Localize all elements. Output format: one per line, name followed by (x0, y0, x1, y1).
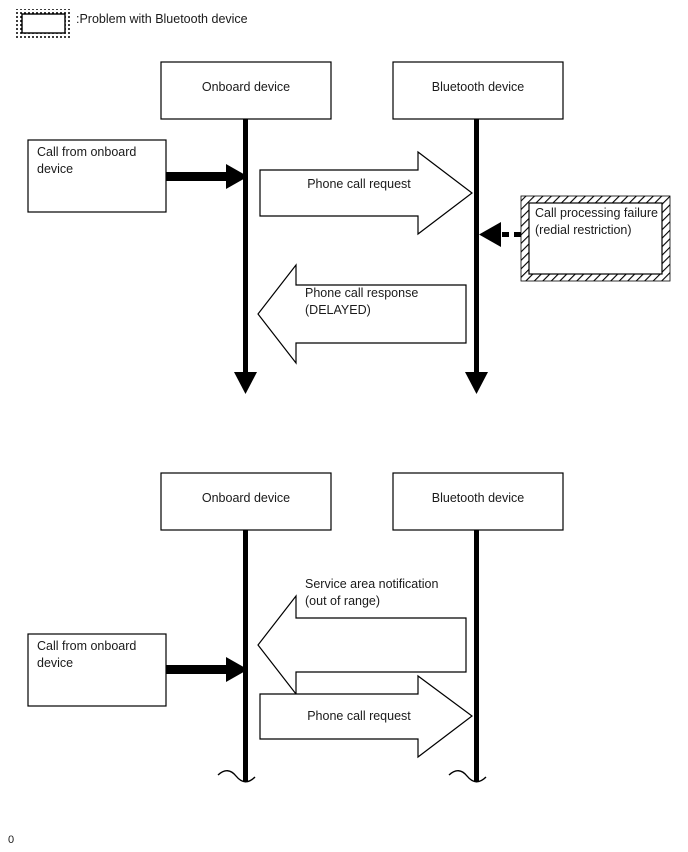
message-service-area-notification-shape (257, 594, 467, 696)
message-service-area-notification-line-1: Service area notification (305, 577, 438, 591)
note-call-from-onboard-top-line-1: Call from onboard (37, 145, 136, 159)
note-call-processing-failure-box (528, 202, 663, 275)
connector-call-from-onboard-bottom-head (226, 657, 248, 682)
message-phone-call-response-shape (257, 263, 467, 365)
note-call-processing-failure-line-1: Call processing failure (535, 206, 658, 220)
note-call-from-onboard-top-line-2: device (37, 162, 73, 176)
sequence-top: Onboard device Bluetooth device Call fro… (27, 61, 671, 394)
legend-label: :Problem with Bluetooth device (76, 12, 248, 26)
note-call-processing-failure-line-2: (redial restriction) (535, 223, 632, 237)
message-phone-call-response-line-1: Phone call response (305, 286, 418, 300)
legend: :Problem with Bluetooth device (16, 9, 248, 38)
dashed-link-arrowhead (479, 222, 501, 247)
connector-call-from-onboard-top-head (226, 164, 248, 189)
sequence-bottom: Onboard device Bluetooth device Service … (27, 472, 564, 783)
message-phone-call-response-line-2: (DELAYED) (305, 303, 371, 317)
note-call-from-onboard-bottom (27, 633, 167, 707)
lifeline-onboard-top-arrowhead (234, 372, 257, 394)
page-marker: 0 (8, 834, 14, 846)
lifeline-bluetooth-bottom-break (448, 770, 487, 783)
hatched-box-icon-inner (21, 13, 66, 34)
message-phone-call-request-bottom-shape (259, 674, 474, 759)
message-phone-call-request-top-label: Phone call request (307, 177, 411, 191)
participant-label-bluetooth-bottom: Bluetooth device (432, 491, 524, 505)
participant-label-bluetooth-top: Bluetooth device (432, 80, 524, 94)
message-phone-call-request-bottom-label: Phone call request (307, 709, 411, 723)
participant-box-bluetooth-bottom (392, 472, 564, 531)
participant-label-onboard-bottom: Onboard device (202, 491, 290, 505)
note-call-from-onboard-bottom-line-1: Call from onboard (37, 639, 136, 653)
participant-box-onboard-bottom (160, 472, 332, 531)
message-service-area-notification-line-2: (out of range) (305, 594, 380, 608)
participant-label-onboard-top: Onboard device (202, 80, 290, 94)
participant-box-bluetooth-top (392, 61, 564, 120)
participant-box-onboard-top (160, 61, 332, 120)
lifeline-bluetooth-top-arrowhead (465, 372, 488, 394)
lifeline-onboard-bottom-break (217, 770, 256, 783)
note-call-from-onboard-top (27, 139, 167, 213)
message-phone-call-request-top-shape (259, 150, 473, 236)
note-call-from-onboard-bottom-line-2: device (37, 656, 73, 670)
